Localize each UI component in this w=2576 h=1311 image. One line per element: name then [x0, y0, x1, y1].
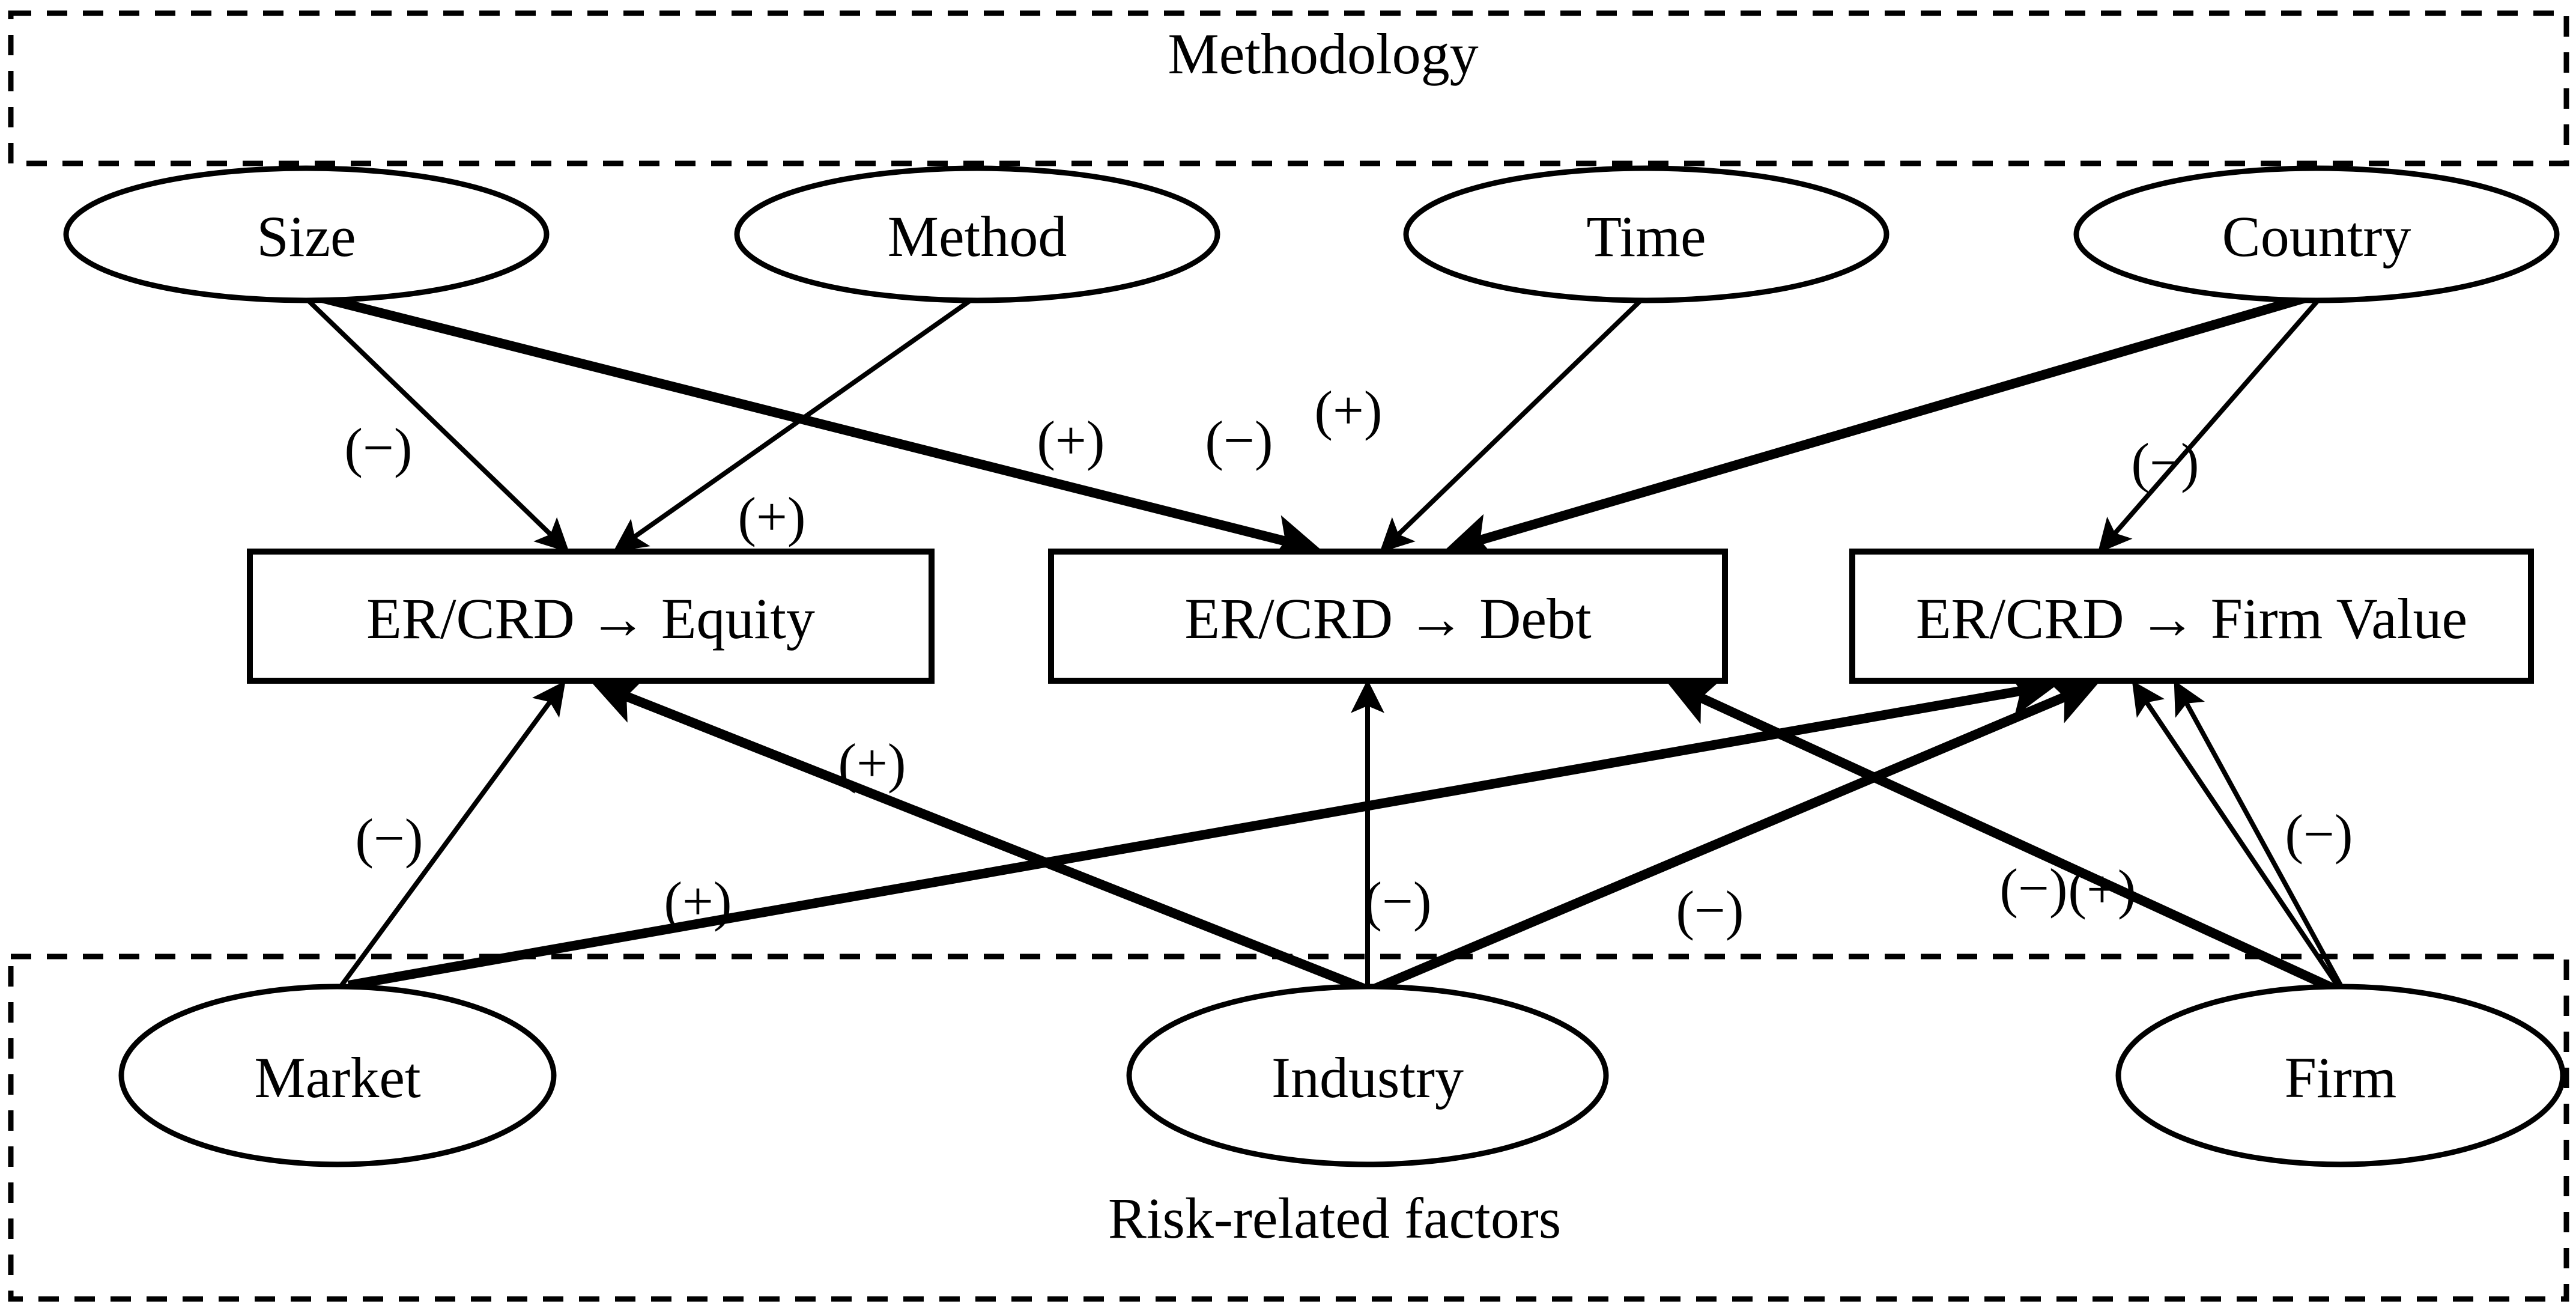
edge-sign-market-equity: (−)	[355, 808, 423, 869]
edge-market-equity	[337, 680, 566, 990]
edge-sign-time-debt: (−)	[1205, 410, 1273, 471]
node-label-method: Method	[887, 204, 1067, 269]
node-box-equity[interactable]	[247, 549, 935, 684]
node-label-time: Time	[1586, 204, 1706, 269]
edge-sign-method-equity: (+)	[738, 486, 806, 547]
edge-industry-firmvalue	[1373, 679, 2099, 993]
node-label-industry: Industry	[1271, 1045, 1464, 1110]
group-title-methodology: Methodology	[1168, 22, 1479, 86]
edge-market-firmvalue	[347, 669, 2058, 990]
edge-sign-industry-equity: (+)	[838, 732, 906, 794]
edge-sign-size-debt: (+)	[1037, 410, 1105, 471]
node-label-firm: Firm	[2284, 1045, 2397, 1110]
edge-sign-industry-debt: (−)	[1363, 871, 1432, 932]
edge-lines	[305, 291, 2345, 993]
node-label-firm-value: ER/CRD → Firm Value	[1915, 586, 2468, 651]
node-label-debt: ER/CRD → Debt	[1184, 586, 1592, 651]
edge-country-firmvalue	[2097, 297, 2322, 553]
edge-firm-debt	[1667, 680, 2336, 993]
node-box-firm-value[interactable]	[1849, 549, 2534, 684]
edge-size-debt	[311, 291, 1322, 562]
node-label-equity: ER/CRD → Equity	[366, 586, 815, 651]
edge-sign-firm-firmvalue-2: (−)	[2285, 803, 2353, 865]
node-box-debt[interactable]	[1048, 549, 1728, 684]
edge-sign-size-equity: (−)	[344, 417, 413, 478]
edge-sign-firm-firmvalue: (+)	[2068, 859, 2136, 920]
node-ellipse-firm[interactable]	[2115, 984, 2566, 1167]
edge-sign-firm-debt: (−)	[1999, 857, 2068, 919]
node-label-country: Country	[2222, 204, 2411, 269]
node-ellipse-country[interactable]	[2073, 165, 2560, 303]
node-ellipse-method[interactable]	[734, 165, 1220, 303]
node-ellipse-industry[interactable]	[1126, 984, 1609, 1167]
edge-size-equity	[305, 297, 570, 553]
node-shapes	[63, 165, 2566, 1167]
edge-sign-country-debt: (+)	[1314, 380, 1383, 441]
node-ellipse-market[interactable]	[118, 984, 557, 1167]
edge-sign-industry-firmvalue: (−)	[1676, 880, 1744, 941]
group-title-risk-related-factors: Risk-related factors	[1108, 1186, 1562, 1250]
edge-firm-firmvalue-2	[2174, 680, 2345, 990]
edge-sign-country-firmvalue: (−)	[2131, 432, 2199, 493]
group-boundary-methodology	[8, 10, 2569, 166]
edge-method-equity	[613, 296, 975, 552]
node-label-market: Market	[254, 1045, 421, 1110]
edge-country-debt	[1444, 291, 2315, 561]
edge-sign-market-firmvalue: (+)	[664, 871, 732, 932]
edge-industry-equity	[592, 678, 1365, 993]
edge-time-debt	[1379, 297, 1644, 553]
node-label-size: Size	[256, 204, 356, 269]
node-ellipse-time[interactable]	[1403, 165, 1890, 303]
edge-firm-firmvalue	[2132, 680, 2342, 990]
node-ellipse-size[interactable]	[63, 165, 550, 303]
